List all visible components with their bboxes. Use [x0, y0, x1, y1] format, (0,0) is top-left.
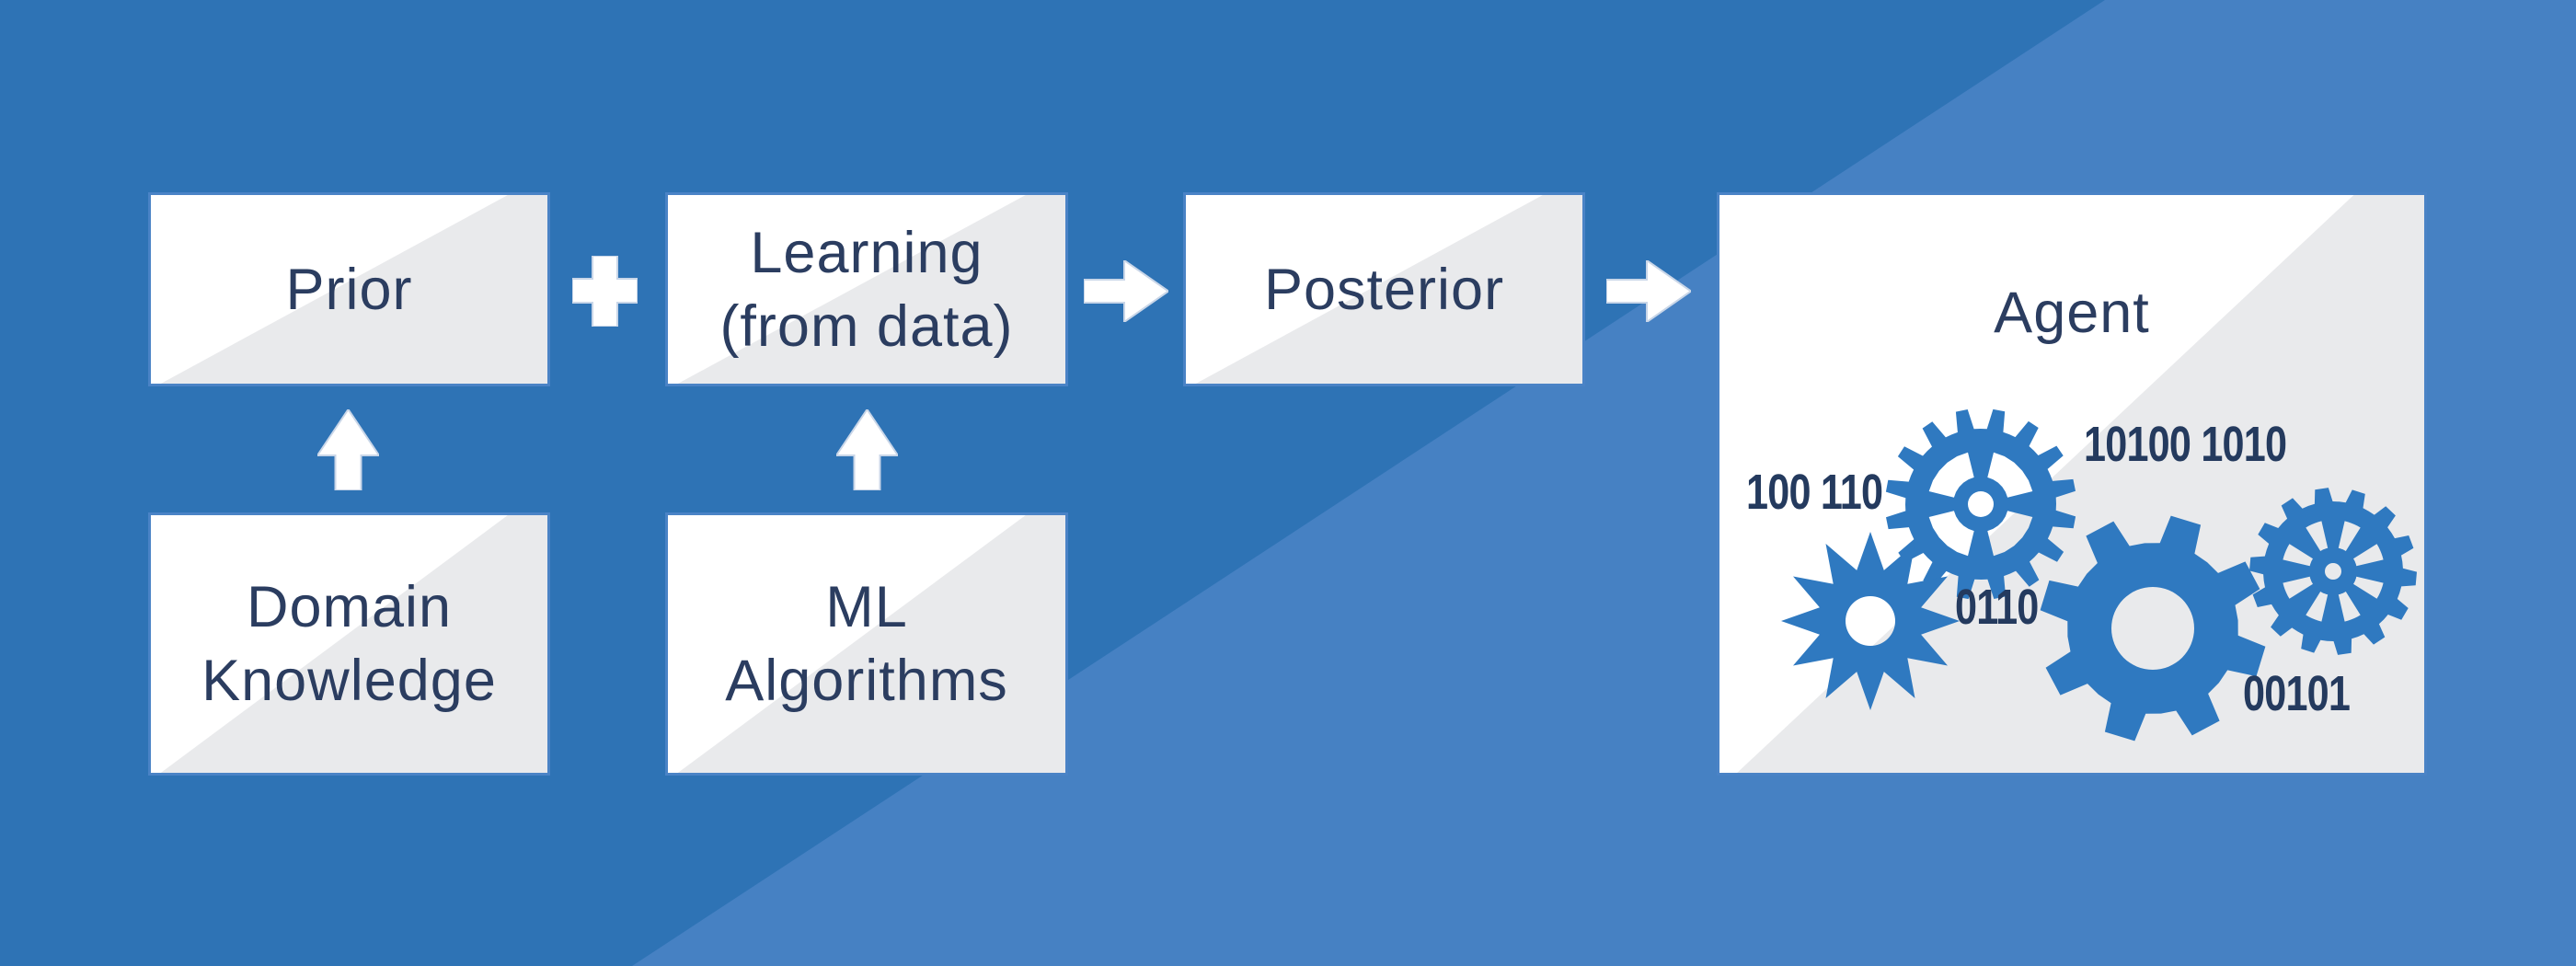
- box-domain-knowledge: Domain Knowledge: [148, 512, 550, 776]
- gear-wheel-icon: [2249, 488, 2417, 655]
- binary-text: 100 110: [1746, 465, 1883, 520]
- box-label: Domain Knowledge: [201, 570, 497, 718]
- gear-star-icon: [1781, 532, 1960, 710]
- arrow-right-icon: [1606, 260, 1691, 322]
- box-label-line: Learning: [750, 220, 983, 285]
- gear-large-icon: [2040, 515, 2266, 742]
- box-label-line: (from data): [719, 293, 1014, 359]
- binary-text: 10100 1010: [2084, 417, 2287, 472]
- binary-text: 0110: [1955, 580, 2039, 635]
- box-label-line: Algorithms: [725, 649, 1008, 713]
- box-label-line: Domain: [246, 575, 453, 639]
- box-label: Agent: [1994, 281, 2150, 345]
- box-learning: Learning (from data): [665, 192, 1068, 386]
- gear-crosshair-icon: [1885, 408, 2076, 600]
- arrow-up-icon: [317, 409, 379, 490]
- arrow-right-icon: [1084, 260, 1168, 322]
- arrow-up-icon: [836, 409, 898, 490]
- box-label-line: ML: [825, 575, 908, 639]
- box-posterior: Posterior: [1183, 192, 1585, 386]
- box-label: Posterior: [1263, 257, 1505, 322]
- box-ml-algorithms: ML Algorithms: [665, 512, 1068, 776]
- plus-icon: [572, 256, 638, 327]
- box-label: Prior: [285, 257, 413, 322]
- box-prior: Prior: [148, 192, 550, 386]
- box-label: ML Algorithms: [725, 570, 1008, 718]
- box-label-line: Knowledge: [201, 649, 497, 713]
- agent-gears: [1781, 408, 2417, 742]
- box-agent: Agent 100 110 10100 1010 0110 00101: [1717, 192, 2427, 776]
- box-label: Learning (from data): [719, 216, 1013, 363]
- binary-text: 00101: [2243, 666, 2351, 721]
